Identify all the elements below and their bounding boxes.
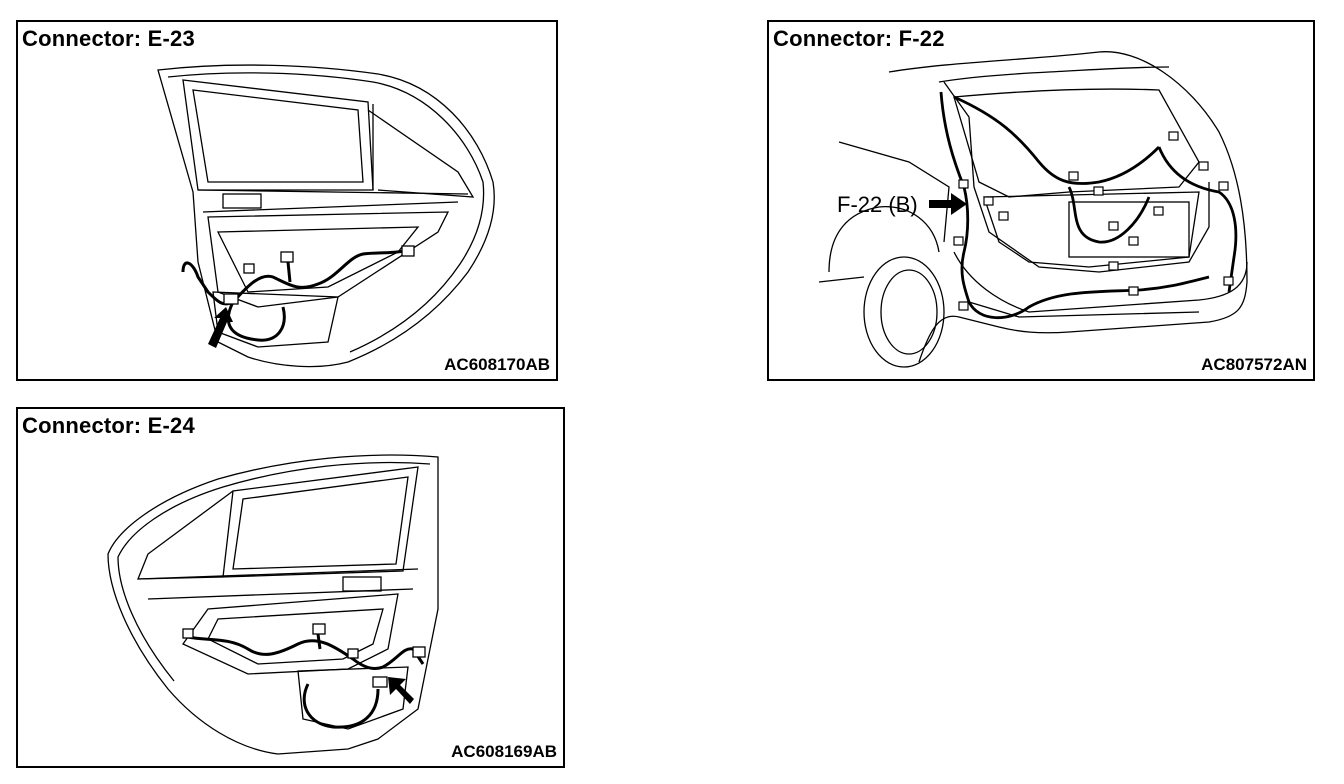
figure-code: AC807572AN — [1201, 355, 1307, 374]
connector-arrow-e24 — [388, 677, 414, 704]
panel-connector-e24: Connector: E-24 AC608169AB — [16, 407, 565, 768]
panel-title: Connector: E-24 — [22, 413, 195, 438]
callout-f22-b: F-22 (B) — [837, 192, 918, 217]
rear-door-diagram-e24 — [107, 454, 439, 755]
panel-connector-e23: Connector: E-23 AC608170AB — [16, 20, 558, 381]
rear-door-diagram-e23 — [157, 64, 495, 368]
connector-arrow-e23 — [208, 307, 233, 348]
panel-connector-f22: F-22 (B) Connector: F-22 AC807572AN — [767, 20, 1315, 381]
panel-title: Connector: E-23 — [22, 26, 195, 51]
vehicle-rear-diagram-f22: F-22 (B) — [818, 51, 1248, 368]
panel-title: Connector: F-22 — [773, 26, 945, 51]
figure-code: AC608169AB — [451, 742, 557, 761]
connector-arrow-f22 — [929, 193, 967, 215]
figure-code: AC608170AB — [444, 355, 550, 374]
